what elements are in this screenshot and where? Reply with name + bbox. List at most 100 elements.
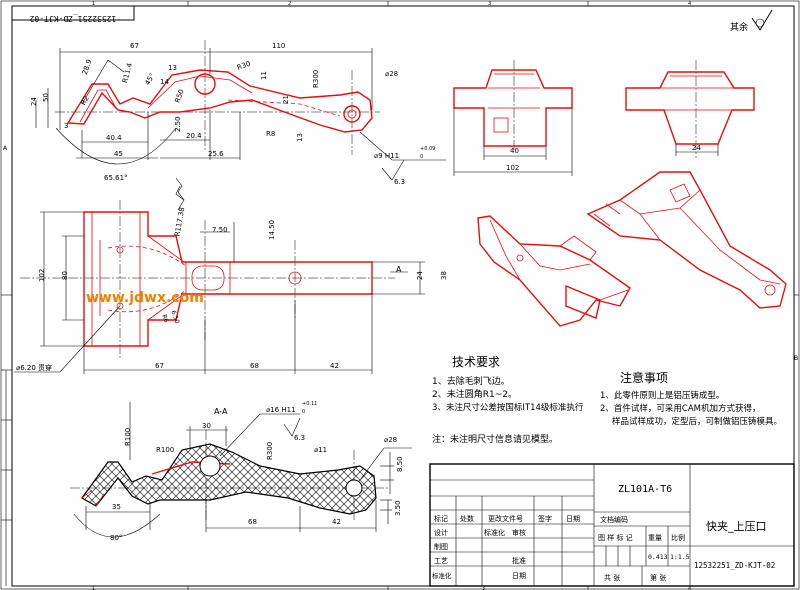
hdr-date2: 日期 (512, 572, 526, 580)
tech-req-item-1: 1、去除毛刺飞边。 (432, 375, 510, 387)
dim-50-left: 50 (42, 93, 50, 102)
dim-67-plan: 67 (155, 362, 164, 370)
roughness-6-3-b: 6.3 (294, 434, 305, 442)
dim-102-front: 102 (506, 164, 519, 172)
view-iso-2 (586, 171, 787, 309)
notice-title: 注意事项 (620, 370, 668, 385)
hdr-doc-no: 文档编码 (600, 515, 628, 524)
dim-45: 45 (114, 150, 123, 158)
dim-68-section: 68 (248, 518, 257, 526)
dim-3: 3 (64, 122, 68, 130)
dim-8-50: 8.50 (396, 456, 404, 472)
dim-42-plan: 42 (330, 362, 339, 370)
dim-r100-b: R100 (156, 446, 174, 454)
zone-mark-side-b: B (794, 355, 798, 362)
hdr-draw: 制图 (434, 542, 448, 551)
tol-dia9-up: +0.09 (420, 146, 435, 152)
dim-80deg: 80° (110, 534, 122, 542)
dim-40-4: 40.4 (106, 134, 122, 142)
dim-dia6-2: ⌀6.20 贯穿 (16, 363, 52, 372)
dim-r8: R8 (266, 130, 275, 138)
hdr-stage: 图 样 标 记 (598, 533, 633, 542)
zone-mark-top-2: 2 (288, 1, 291, 7)
view-side: 24 (625, 60, 755, 158)
zone-mark-top-1: 1 (92, 1, 95, 7)
zone-mark-bottom-4: 4 (688, 586, 691, 590)
dim-30-section: 30 (202, 422, 211, 430)
dim-110-top: 110 (272, 42, 285, 50)
scale-value: 1:1.5 (670, 553, 690, 561)
hdr-process: 工艺 (434, 557, 448, 565)
roughness-6-3-a: 6.3 (394, 178, 405, 186)
code-box: 12532251_ZD-KJT-02 (11, 5, 135, 23)
dim-80-plan: 80 (61, 271, 69, 280)
zone-mark-bottom-3: 3 (482, 586, 485, 590)
dim-r300: R300 (312, 70, 320, 88)
view-plan: 102 80 24 38 R117.38 7.50 14.50 R6 6.50 … (14, 185, 448, 374)
dim-21-a: 21 (282, 95, 290, 104)
hdr-standard: 标准化 (484, 528, 505, 537)
hdr-standardized: 标准化 (432, 571, 452, 580)
dim-67-top: 67 (130, 42, 139, 50)
dim-25-6: 25.6 (208, 150, 224, 158)
left-strip (1, 369, 12, 586)
zone-mark-top-3: 3 (488, 1, 491, 7)
dim-dia28-section: ⌀28 (384, 436, 397, 444)
roughness-note: 其余 (730, 21, 748, 33)
code-box-text: 12532251_ZD-KJT-02 (29, 14, 116, 23)
dim-dia9: ⌀9 H11 (374, 152, 399, 160)
zone-mark-side-a: A (3, 145, 8, 152)
dim-102-plan: 102 (38, 269, 46, 282)
dim-r6: R6 (160, 314, 169, 324)
view-iso-1 (477, 215, 631, 327)
hdr-sign: 签字 (538, 514, 552, 523)
hdr-design: 设计 (434, 528, 448, 537)
hdr-weight: 重量 (648, 534, 662, 542)
hdr-count: 处数 (460, 514, 474, 523)
dim-68-plan: 68 (250, 362, 259, 370)
dim-14-50: 14.50 (268, 220, 276, 240)
tol-dia16-up: +0.11 (302, 401, 317, 407)
tol-dia9-dn: 0 (420, 154, 423, 160)
inner-frame (11, 5, 795, 587)
drawing-number: 12532251_ZD-KJT-02 (694, 561, 775, 570)
dim-7-50: 7.50 (212, 226, 228, 234)
dim-dia11-section: ⌀11 (314, 446, 327, 454)
dim-dia16: ⌀16 H11 (266, 406, 296, 414)
tech-requirements: 技术要求 1、去除毛刺飞边。 2、未注圆角R1~2。 3、未注尺寸公差按国标IT… (432, 355, 584, 445)
tech-req-item-3: 3、未注尺寸公差按国标IT14级标准执行 (432, 402, 584, 413)
weight-value: 0.413 (648, 553, 668, 561)
notice-item-3: 样品试样成功，定型后，可制做铝压铸模具。 (612, 416, 782, 427)
notice-item-1: 1、此零件原则上是铝压铸成型。 (600, 390, 724, 401)
dim-6-50: 6.50 (169, 310, 180, 325)
view-section-aa: A-A R100 R100 30 ⌀16 H11 +0.11 0 6.3 R30… (70, 401, 412, 542)
dim-20-4: 20.4 (186, 132, 202, 140)
dim-38-plan: 38 (440, 271, 448, 280)
zone-mark-bottom-1: 1 (92, 586, 95, 590)
hdr-date: 日期 (566, 515, 580, 523)
tech-req-note: 注：未注明尺寸信息请见模型。 (432, 433, 558, 445)
hdr-sheet: 第 张 (650, 573, 666, 582)
watermark: www.jdwx.com (86, 290, 204, 306)
dim-65-61: 65.61° (104, 174, 128, 182)
dim-2-50: 2.50 (174, 116, 182, 132)
tech-req-item-2: 2、未注圆角R1~2。 (432, 388, 517, 400)
hdr-approve: 批准 (512, 556, 526, 565)
arrow-label-a: A (396, 265, 402, 274)
zone-mark-top-4: 4 (688, 1, 691, 7)
roughness-symbol: 其余 (730, 9, 773, 33)
hdr-review: 审核 (512, 528, 526, 537)
hdr-total: 共 张 (604, 573, 620, 582)
notice: 注意事项 1、此零件原则上是铝压铸成型。 2、首件试样，可采用CAM机加方式获得… (600, 370, 782, 427)
dim-r300-b: R300 (266, 442, 274, 460)
dim-11-a: 11 (260, 71, 268, 80)
dim-40-front: 40 (510, 147, 519, 155)
dim-r2: R2 (79, 95, 91, 107)
notice-item-2: 2、首件试样，可采用CAM机加方式获得， (600, 403, 761, 414)
view-front: 67 110 28.9 R11.4 45° 14 13 24 50 R2 R50… (30, 40, 446, 201)
dim-r100-a: R100 (124, 428, 132, 446)
dim-dia28-top: ⌀28 (385, 70, 398, 78)
dim-3-50: 3.50 (394, 500, 402, 516)
